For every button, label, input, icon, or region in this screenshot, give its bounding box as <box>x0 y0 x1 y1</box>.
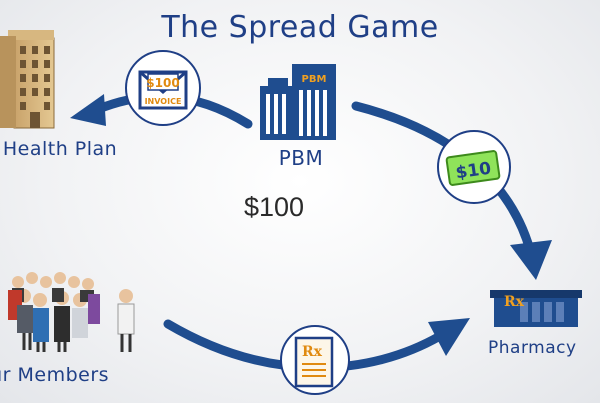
pbm-building-sign: PBM <box>302 74 327 85</box>
price-text: $100 <box>244 192 305 222</box>
pbm-label: PBM <box>278 146 324 170</box>
pharmacy-icon: Rx <box>490 290 582 327</box>
envelope-icon: $100 INVOICE <box>125 50 201 126</box>
pharmacy-sign: Rx <box>504 294 525 310</box>
spread-amount: $10 <box>454 159 492 184</box>
pharmacy-label: Pharmacy <box>488 338 577 358</box>
diagram-title: The Spread Game <box>161 10 439 45</box>
skyscraper-icon: PBM <box>260 64 336 140</box>
invoice-amount: $100 <box>146 76 179 90</box>
prescription-symbol: Rx <box>302 344 323 360</box>
prescription-icon: Rx <box>280 325 350 395</box>
people-icon <box>8 272 135 352</box>
money-bill-icon: $10 <box>437 130 511 204</box>
invoice-label: INVOICE <box>145 97 182 106</box>
members-label: our Members <box>0 364 110 386</box>
building-icon <box>0 30 55 129</box>
health-plan-label: r Health Plan <box>0 138 118 160</box>
